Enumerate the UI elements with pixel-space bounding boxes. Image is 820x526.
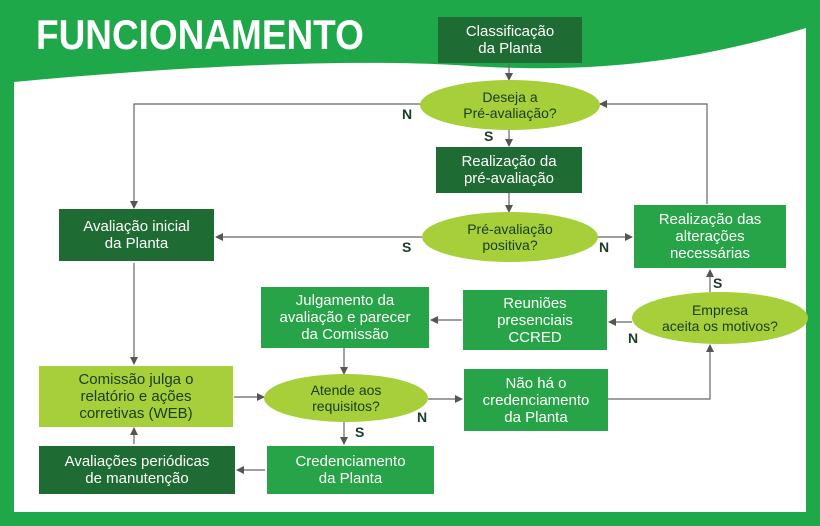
page-title: FUNCIONAMENTO	[36, 11, 364, 58]
arrow-alteracoes-deseja	[599, 100, 708, 204]
label-s-prepositiva: S	[402, 239, 412, 255]
node-realizacao-pre-avaliacao: Realização da pré-avaliação	[436, 147, 582, 193]
node-comissao-julga: Comissão julga o relatório e ações corre…	[39, 366, 233, 427]
label-n-deseja: N	[402, 106, 413, 122]
node-nao-ha-credenciamento: Não há o credenciamento da Planta	[464, 369, 608, 431]
node-reunioes-ccred: Reuniões presenciais CCRED	[463, 290, 607, 350]
decision-empresa-aceita: Empresa aceita os motivos?	[632, 292, 808, 344]
decision-atende-requisitos: Atende aos requisitos?	[264, 374, 428, 422]
label-n-prepositiva: N	[599, 239, 610, 255]
node-credenciamento: Credenciamento da Planta	[267, 446, 434, 494]
arrow-deseja-avaliacao	[130, 103, 424, 209]
label-n-atende: N	[417, 409, 428, 425]
arrow-naoha-empresa	[608, 344, 714, 400]
decision-pre-avaliacao-positiva: Pré-avaliação positiva?	[422, 212, 598, 262]
node-avaliacoes-periodicas: Avaliações periódicas de manutenção	[39, 446, 235, 494]
label-n-empresa: N	[628, 330, 639, 346]
label-s-atende: S	[355, 424, 365, 440]
label-s-deseja: S	[484, 128, 494, 144]
label-s-empresa: S	[713, 275, 723, 291]
node-avaliacao-inicial: Avaliação inicial da Planta	[59, 209, 214, 261]
node-classificacao: Classificação da Planta	[438, 17, 582, 63]
node-realizacao-alteracoes: Realização das alterações necessárias	[634, 205, 786, 268]
decision-deseja-pre-avaliacao: Deseja a Pré-avaliação?	[420, 80, 600, 130]
node-julgamento: Julgamento da avaliação e parecer da Com…	[261, 287, 429, 348]
